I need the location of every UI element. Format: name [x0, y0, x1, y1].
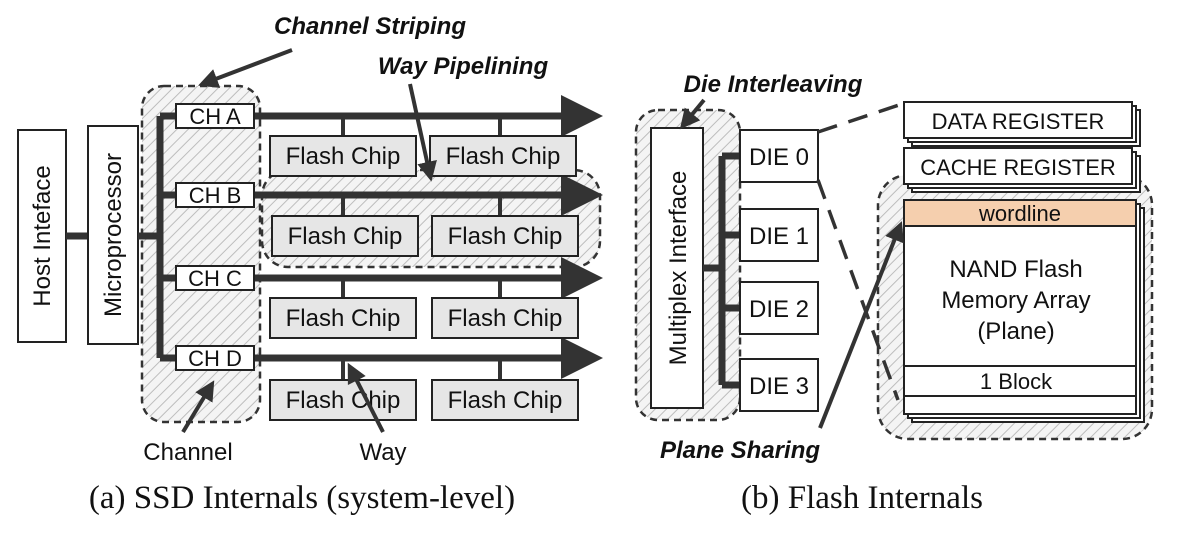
flash-chip-b2 — [431, 215, 579, 257]
block-row — [903, 365, 1137, 397]
caption-a: (a) SSD Internals (system-level) — [89, 480, 515, 516]
flash-internals: Multiplex Interface DIE 0 DIE 1 DIE 2 DI… — [634, 71, 1154, 516]
flash-chip-a2 — [429, 135, 577, 177]
die-2-box — [739, 281, 819, 335]
array-line-2: Memory Array — [941, 287, 1090, 314]
die-1-label: DIE 1 — [749, 223, 809, 250]
die-1-box — [739, 208, 819, 262]
die-interleaving-label: Die Interleaving — [684, 71, 863, 98]
multiplex-interface-label: Multiplex Interface — [665, 171, 692, 366]
flash-chip-d2-label: Flash Chip — [448, 387, 563, 414]
flash-chip-b1 — [271, 215, 419, 257]
flash-chip-d2 — [431, 379, 579, 421]
wordline-label: wordline — [978, 201, 1061, 226]
plane-sharing-pointer — [818, 221, 904, 429]
channel-striping-pointer — [198, 48, 293, 88]
way-pipelining-label: Way Pipelining — [378, 53, 549, 80]
flash-chip-a1-label: Flash Chip — [286, 143, 401, 170]
flash-chip-c1 — [269, 297, 417, 339]
channel-pointer — [181, 380, 215, 434]
array-line-1: NAND Flash — [949, 256, 1082, 283]
channel-c-box — [175, 265, 255, 291]
caption-b: (b) Flash Internals — [741, 480, 983, 516]
way-pipelining-pointer — [408, 83, 437, 182]
host-interface-label: Host Inteface — [29, 165, 56, 306]
flash-chip-c2-label: Flash Chip — [448, 305, 563, 332]
flash-chip-d1-label: Flash Chip — [286, 387, 401, 414]
cache-register-label: CACHE REGISTER — [920, 155, 1116, 180]
flash-chip-c2 — [431, 297, 579, 339]
die-interleaving-pointer — [679, 98, 706, 130]
channel-a-box — [175, 103, 255, 129]
microprocessor-label: Microprocessor — [100, 153, 127, 317]
way-pointer — [347, 362, 385, 433]
channel-b-label: CH B — [189, 183, 242, 208]
multiplex-interface-box — [650, 127, 704, 409]
zoom-line-top — [817, 102, 903, 134]
die-2-label: DIE 2 — [749, 296, 809, 323]
wordline-bar — [903, 199, 1137, 227]
way-label: Way — [359, 439, 406, 466]
ssd-internals: Host Inteface Microprocessor — [17, 13, 603, 516]
channel-c-label: CH C — [188, 266, 242, 291]
flash-chip-d1 — [269, 379, 417, 421]
die-3-box — [739, 358, 819, 412]
channel-d-box — [175, 345, 255, 371]
zoom-line-bottom — [816, 179, 900, 401]
die-3-label: DIE 3 — [749, 373, 809, 400]
microprocessor-box — [87, 125, 139, 345]
die-0-label: DIE 0 — [749, 144, 809, 171]
array-line-3: (Plane) — [977, 318, 1054, 345]
die-0-box — [739, 129, 819, 183]
flash-chip-a2-label: Flash Chip — [446, 143, 561, 170]
channel-a-label: CH A — [189, 104, 241, 129]
flash-chip-a1 — [269, 135, 417, 177]
block-label: 1 Block — [980, 369, 1053, 394]
channel-d-label: CH D — [188, 346, 242, 371]
data-register-label: DATA REGISTER — [932, 109, 1105, 134]
channel-striping-label: Channel Striping — [274, 13, 466, 40]
host-interface-box — [17, 129, 67, 343]
flash-chip-b2-label: Flash Chip — [448, 223, 563, 250]
data-register-box — [903, 101, 1133, 139]
plane-sharing-label: Plane Sharing — [660, 437, 820, 464]
channel-label: Channel — [143, 439, 232, 466]
cache-register-box — [903, 147, 1133, 185]
chip-drops — [341, 116, 502, 380]
channel-b-box — [175, 182, 255, 208]
flash-chip-c1-label: Flash Chip — [286, 305, 401, 332]
flash-chip-b1-label: Flash Chip — [288, 223, 403, 250]
